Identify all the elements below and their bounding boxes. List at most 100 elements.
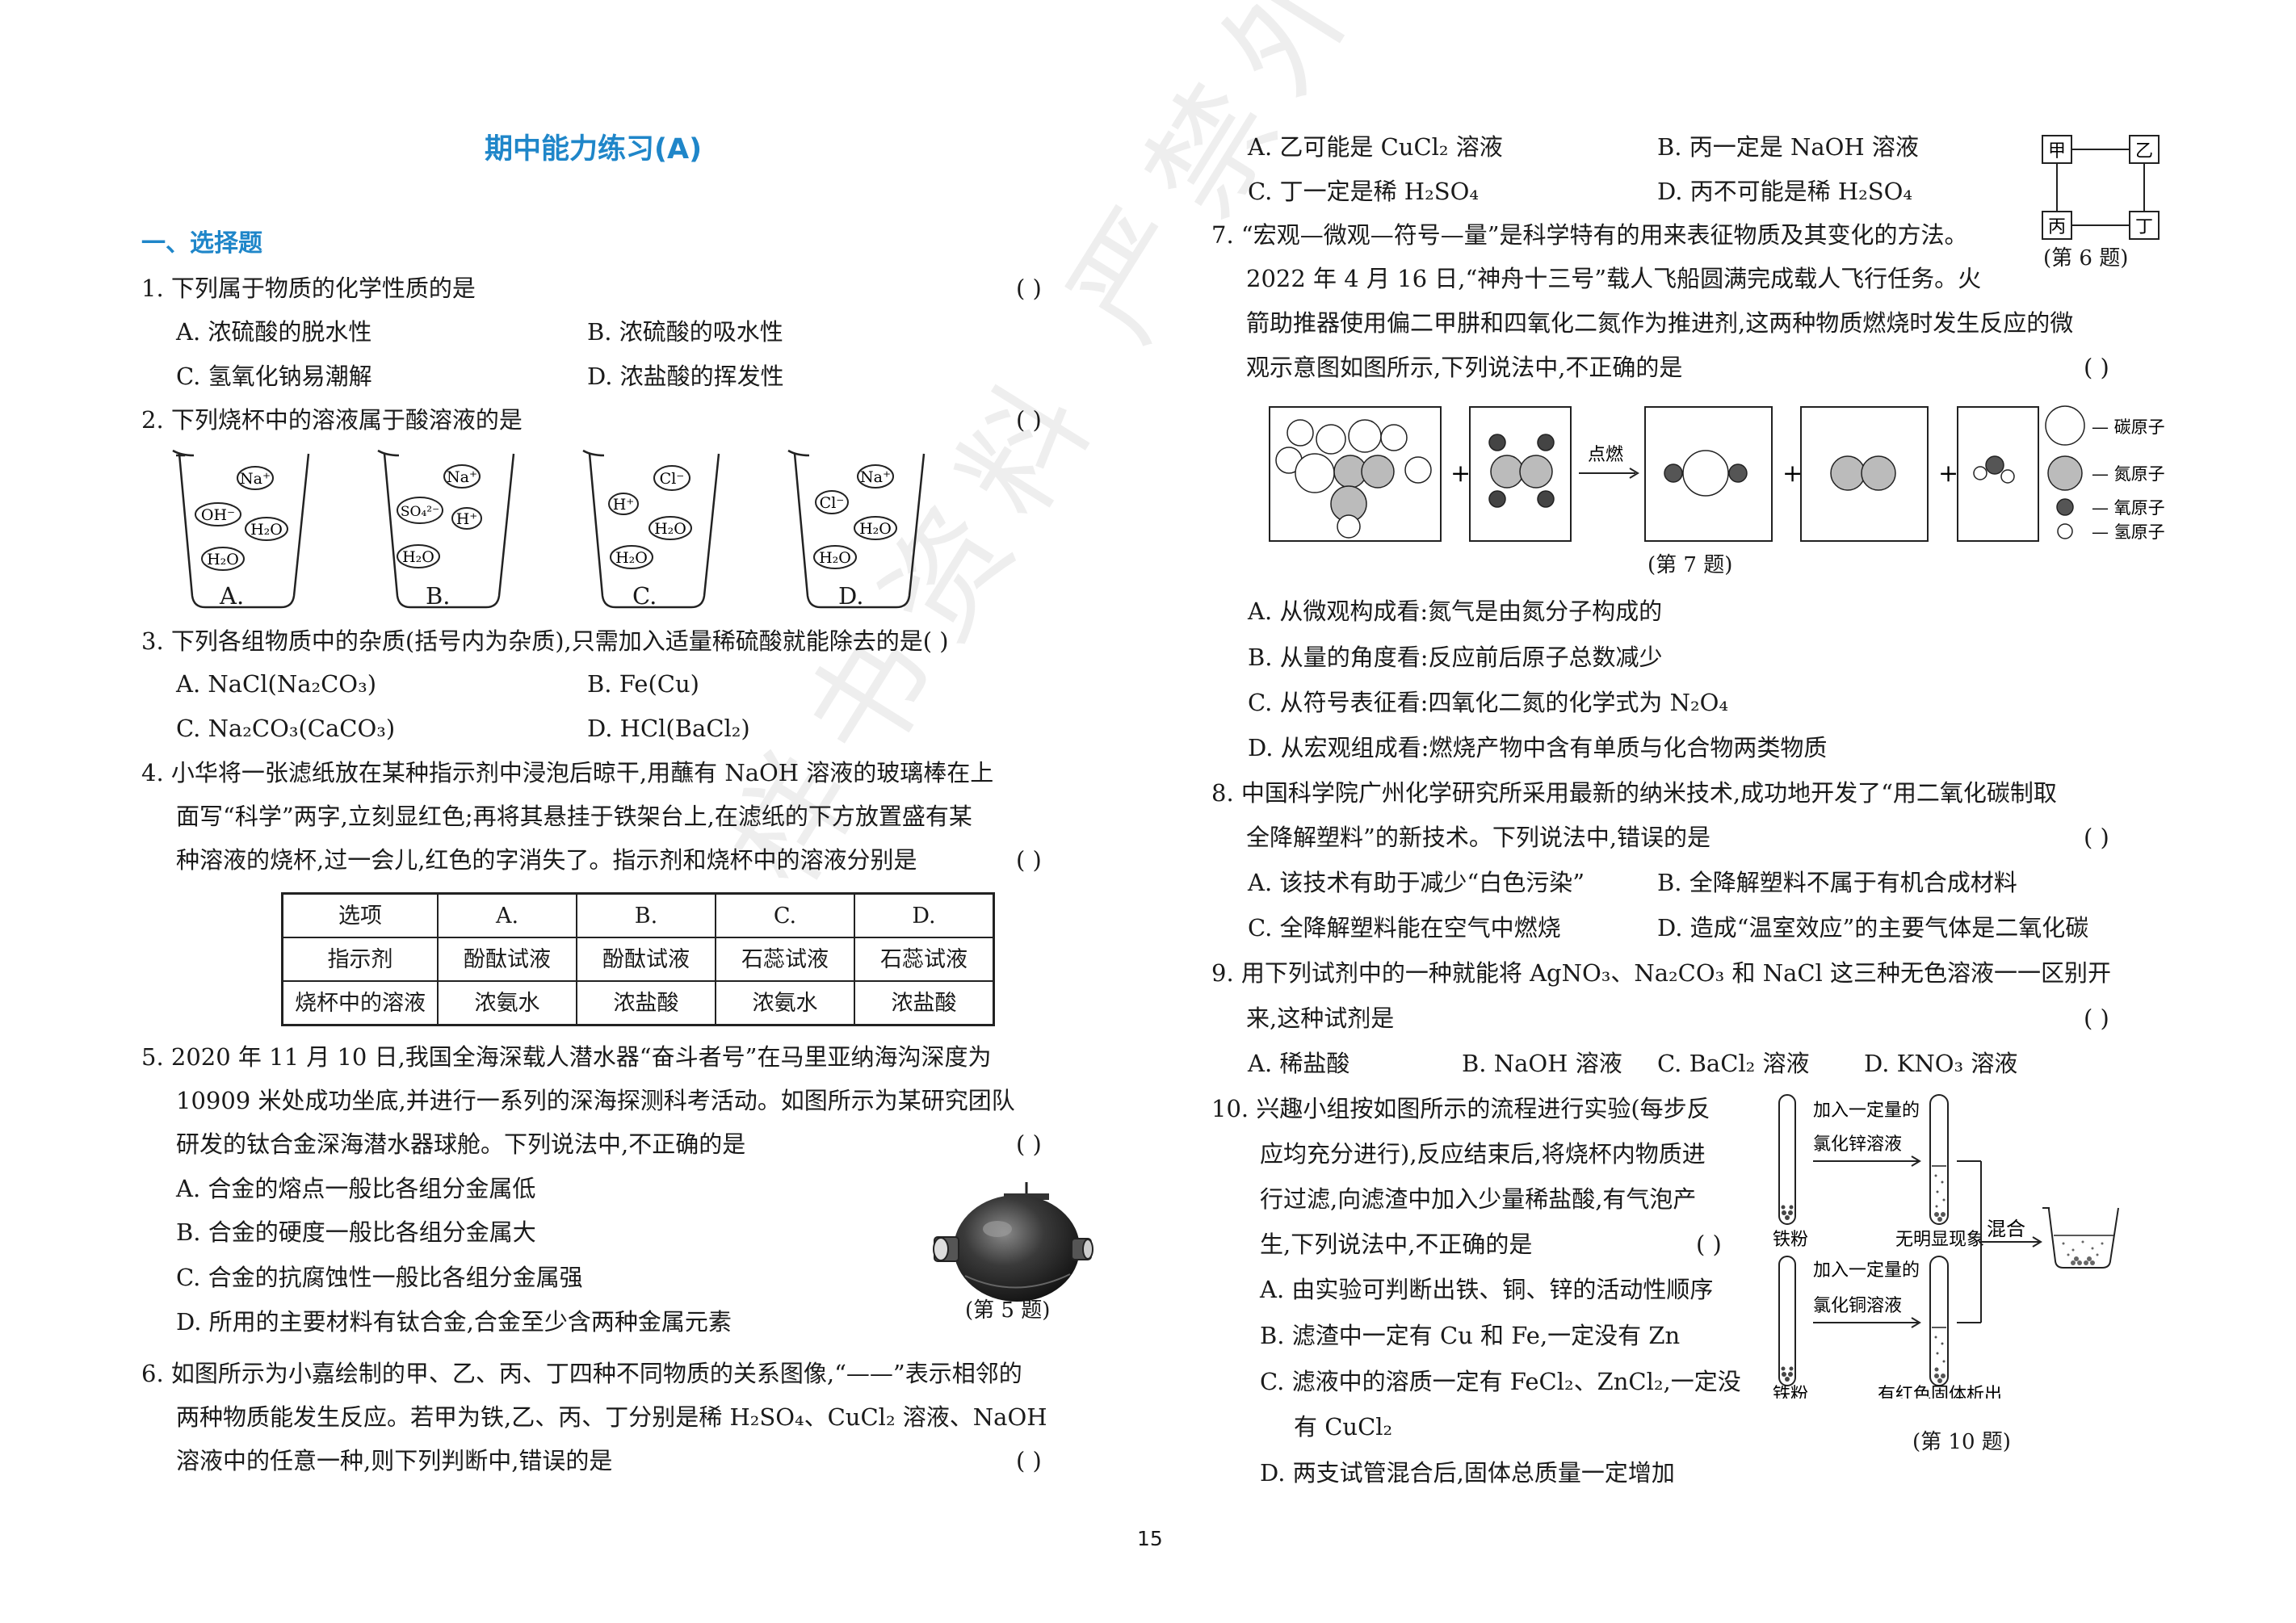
q2-option-b[interactable]: B. bbox=[426, 582, 451, 610]
table-cell: 浓氨水 bbox=[715, 980, 855, 1026]
ion-label: Na⁺ bbox=[240, 470, 271, 488]
ion-label: H₂O bbox=[402, 548, 434, 566]
q10-option-b[interactable]: B. 滤渣中一定有 Cu 和 Fe,一定没有 Zn bbox=[1260, 1322, 1681, 1349]
table-cell: 石蕊试液 bbox=[854, 937, 995, 982]
q1-option-b[interactable]: B. 浓硫酸的吸水性 bbox=[587, 318, 783, 346]
q10-option-c[interactable]: C. 滤液中的溶质一定有 FeCl₂、ZnCl₂,一定没 bbox=[1260, 1368, 1741, 1395]
add-label-2a: 加入一定量的 bbox=[1813, 1260, 1920, 1281]
q3-stem: 3. 下列各组物质中的杂质(括号内为杂质),只需加入适量稀硫酸就能除去的是( ) bbox=[141, 627, 949, 655]
q8-option-c[interactable]: C. 全降解塑料能在空气中燃烧 bbox=[1248, 914, 1561, 942]
q7-option-b[interactable]: B. 从量的角度看:反应前后原子总数减少 bbox=[1248, 644, 1663, 671]
q5-answer-paren[interactable]: ( ) bbox=[1016, 1130, 1042, 1158]
q5-option-a[interactable]: A. 合金的熔点一般比各组分金属低 bbox=[176, 1175, 536, 1202]
node-ding: 丁 bbox=[2135, 217, 2153, 237]
q6-option-a[interactable]: A. 乙可能是 CuCl₂ 溶液 bbox=[1248, 133, 1503, 161]
q7-option-d[interactable]: D. 从宏观组成看:燃烧产物中含有单质与化合物两类物质 bbox=[1248, 734, 1828, 761]
q1-option-c[interactable]: C. 氢氧化钠易潮解 bbox=[176, 363, 372, 390]
table-cell[interactable]: D. bbox=[854, 892, 995, 938]
beaker-c[interactable]: Cl⁻ H⁺ H₂O H₂O bbox=[582, 449, 720, 609]
legend-nitrogen: — 氮原子 bbox=[2092, 464, 2164, 484]
q9-option-a[interactable]: A. 稀盐酸 bbox=[1248, 1050, 1350, 1077]
q7-micro-reaction-diagram: + 点燃 + + bbox=[1269, 405, 2164, 542]
q8-answer-paren[interactable]: ( ) bbox=[2084, 824, 2109, 851]
ion-label: Cl⁻ bbox=[660, 470, 685, 488]
table-row: 烧杯中的溶液 浓氨水 浓盐酸 浓氨水 浓盐酸 bbox=[281, 980, 995, 1026]
q6-option-d[interactable]: D. 丙不可能是稀 H₂SO₄ bbox=[1657, 178, 1913, 205]
q10-line-2: 应均充分进行),反应结束后,将烧杯内物质进 bbox=[1260, 1140, 1706, 1168]
q1-option-d[interactable]: D. 浓盐酸的挥发性 bbox=[587, 363, 784, 390]
plus-sign: + bbox=[1782, 459, 1803, 488]
arrow-label: 点燃 bbox=[1588, 445, 1623, 465]
q9-answer-paren[interactable]: ( ) bbox=[2084, 1004, 2109, 1032]
beaker-a[interactable]: Na⁺ OH⁻ H₂O H₂O bbox=[172, 449, 310, 609]
q7-answer-paren[interactable]: ( ) bbox=[2084, 354, 2109, 381]
ion-label: H⁺ bbox=[613, 496, 635, 514]
ion-label: SO₄²⁻ bbox=[401, 504, 439, 520]
q5-option-d[interactable]: D. 所用的主要材料有钛合金,合金至少含两种金属元素 bbox=[176, 1308, 732, 1336]
q10-option-d[interactable]: D. 两支试管混合后,固体总质量一定增加 bbox=[1260, 1459, 1675, 1487]
q5-option-b[interactable]: B. 合金的硬度一般比各组分金属大 bbox=[176, 1218, 536, 1246]
beaker-b[interactable]: Na⁺ SO₄²⁻ H⁺ H₂O bbox=[377, 449, 515, 609]
q10-option-c-cont: 有 CuCl₂ bbox=[1294, 1413, 1393, 1441]
q1-option-a[interactable]: A. 浓硫酸的脱水性 bbox=[176, 318, 372, 346]
table-cell: 选项 bbox=[281, 892, 439, 938]
q2-option-d[interactable]: D. bbox=[838, 582, 864, 610]
q2-stem: 2. 下列烧杯中的溶液属于酸溶液的是 bbox=[141, 406, 523, 434]
q6-line-1: 6. 如图所示为小嘉绘制的甲、乙、丙、丁四种不同物质的关系图像,“——”表示相邻… bbox=[141, 1360, 1022, 1387]
node-yi: 乙 bbox=[2135, 141, 2153, 161]
node-bing: 丙 bbox=[2048, 217, 2066, 237]
q7-line-4: 观示意图如图所示,下列说法中,不正确的是 bbox=[1246, 354, 1683, 381]
q7-caption: (第 7 题) bbox=[1647, 553, 1733, 577]
ion-label: H₂O bbox=[250, 521, 283, 539]
q4-line-3: 种溶液的烧杯,过一会儿,红色的字消失了。指示剂和烧杯中的溶液分别是 bbox=[176, 846, 917, 874]
q2-answer-paren[interactable]: ( ) bbox=[1016, 406, 1042, 434]
ion-label: H₂O bbox=[859, 520, 892, 538]
q8-option-a[interactable]: A. 该技术有助于减少“白色污染” bbox=[1248, 869, 1585, 896]
table-cell: 浓盐酸 bbox=[576, 980, 716, 1026]
ion-label: H₂O bbox=[654, 520, 686, 538]
q2-option-a[interactable]: A. bbox=[220, 582, 245, 610]
q1-answer-paren[interactable]: ( ) bbox=[1016, 275, 1042, 302]
q4-answer-paren[interactable]: ( ) bbox=[1016, 846, 1042, 874]
q9-option-b[interactable]: B. NaOH 溶液 bbox=[1462, 1050, 1622, 1077]
q3-option-c[interactable]: C. Na₂CO₃(CaCO₃) bbox=[176, 715, 396, 742]
q7-line-1: 7. “宏观—微观—符号—量”是科学特有的用来表征物质及其变化的方法。 bbox=[1211, 221, 1968, 249]
q9-option-d[interactable]: D. KNO₃ 溶液 bbox=[1864, 1050, 2018, 1077]
table-row: 指示剂 酚酞试液 酚酞试液 石蕊试液 石蕊试液 bbox=[281, 937, 995, 982]
q5-option-c[interactable]: C. 合金的抗腐蚀性一般比各组分金属强 bbox=[176, 1264, 583, 1291]
add-label-2b: 氯化铜溶液 bbox=[1813, 1296, 1902, 1316]
page-number: 15 bbox=[1137, 1527, 1163, 1550]
q10-option-a[interactable]: A. 由实验可判断出铁、铜、锌的活动性顺序 bbox=[1260, 1276, 1714, 1303]
q7-option-a[interactable]: A. 从微观构成看:氮气是由氮分子构成的 bbox=[1248, 598, 1663, 625]
ion-label: OH⁻ bbox=[201, 506, 235, 524]
q9-option-c[interactable]: C. BaCl₂ 溶液 bbox=[1657, 1050, 1810, 1077]
q7-option-c[interactable]: C. 从符号表征看:四氧化二氮的化学式为 N₂O₄ bbox=[1248, 689, 1728, 716]
q6-answer-paren[interactable]: ( ) bbox=[1016, 1447, 1042, 1474]
beaker-d[interactable]: Na⁺ Cl⁻ H₂O H₂O bbox=[787, 449, 926, 609]
table-cell[interactable]: A. bbox=[437, 892, 577, 938]
q10-answer-paren[interactable]: ( ) bbox=[1696, 1231, 1722, 1258]
table-cell[interactable]: C. bbox=[715, 892, 855, 938]
plus-sign: + bbox=[1938, 459, 1958, 488]
q6-option-c[interactable]: C. 丁一定是稀 H₂SO₄ bbox=[1248, 178, 1479, 205]
q6-relation-diagram: 甲 乙 丙 丁 bbox=[2042, 135, 2160, 240]
q4-line-2: 面写“科学”两字,立刻显红色;再将其悬挂于铁架台上,在滤纸的下方放置盛有某 bbox=[176, 803, 972, 830]
q8-option-b[interactable]: B. 全降解塑料不属于有机合成材料 bbox=[1657, 869, 2017, 896]
q8-option-d[interactable]: D. 造成“温室效应”的主要气体是二氧化碳 bbox=[1657, 914, 2089, 942]
q9-line-2: 来,这种试剂是 bbox=[1246, 1004, 1395, 1032]
ion-label: H⁺ bbox=[456, 510, 478, 528]
mix-label: 混合 bbox=[1987, 1218, 2025, 1240]
table-cell[interactable]: B. bbox=[576, 892, 716, 938]
add-label-1a: 加入一定量的 bbox=[1813, 1101, 1920, 1121]
q6-option-b[interactable]: B. 丙一定是 NaOH 溶液 bbox=[1657, 133, 1919, 161]
legend-carbon: — 碳原子 bbox=[2092, 417, 2164, 437]
ion-label: Na⁺ bbox=[860, 468, 891, 486]
q10-flow-diagram: 铁粉 加入一定量的 氯化锌溶液 无明显现象 铁粉 加入一定量的 氯化铜溶液 有红… bbox=[1773, 1094, 2119, 1399]
q4-options-table: 选项 A. B. C. D. 指示剂 酚酞试液 酚酞试液 石蕊试液 石蕊试液 烧… bbox=[281, 892, 995, 1026]
q3-option-a[interactable]: A. NaCl(Na₂CO₃) bbox=[176, 670, 377, 698]
q3-option-d[interactable]: D. HCl(BaCl₂) bbox=[587, 715, 750, 742]
page-title: 期中能力练习(A) bbox=[485, 133, 703, 166]
add-label-1b: 氯化锌溶液 bbox=[1813, 1134, 1902, 1155]
q3-option-b[interactable]: B. Fe(Cu) bbox=[587, 670, 699, 698]
q2-option-c[interactable]: C. bbox=[632, 582, 657, 610]
